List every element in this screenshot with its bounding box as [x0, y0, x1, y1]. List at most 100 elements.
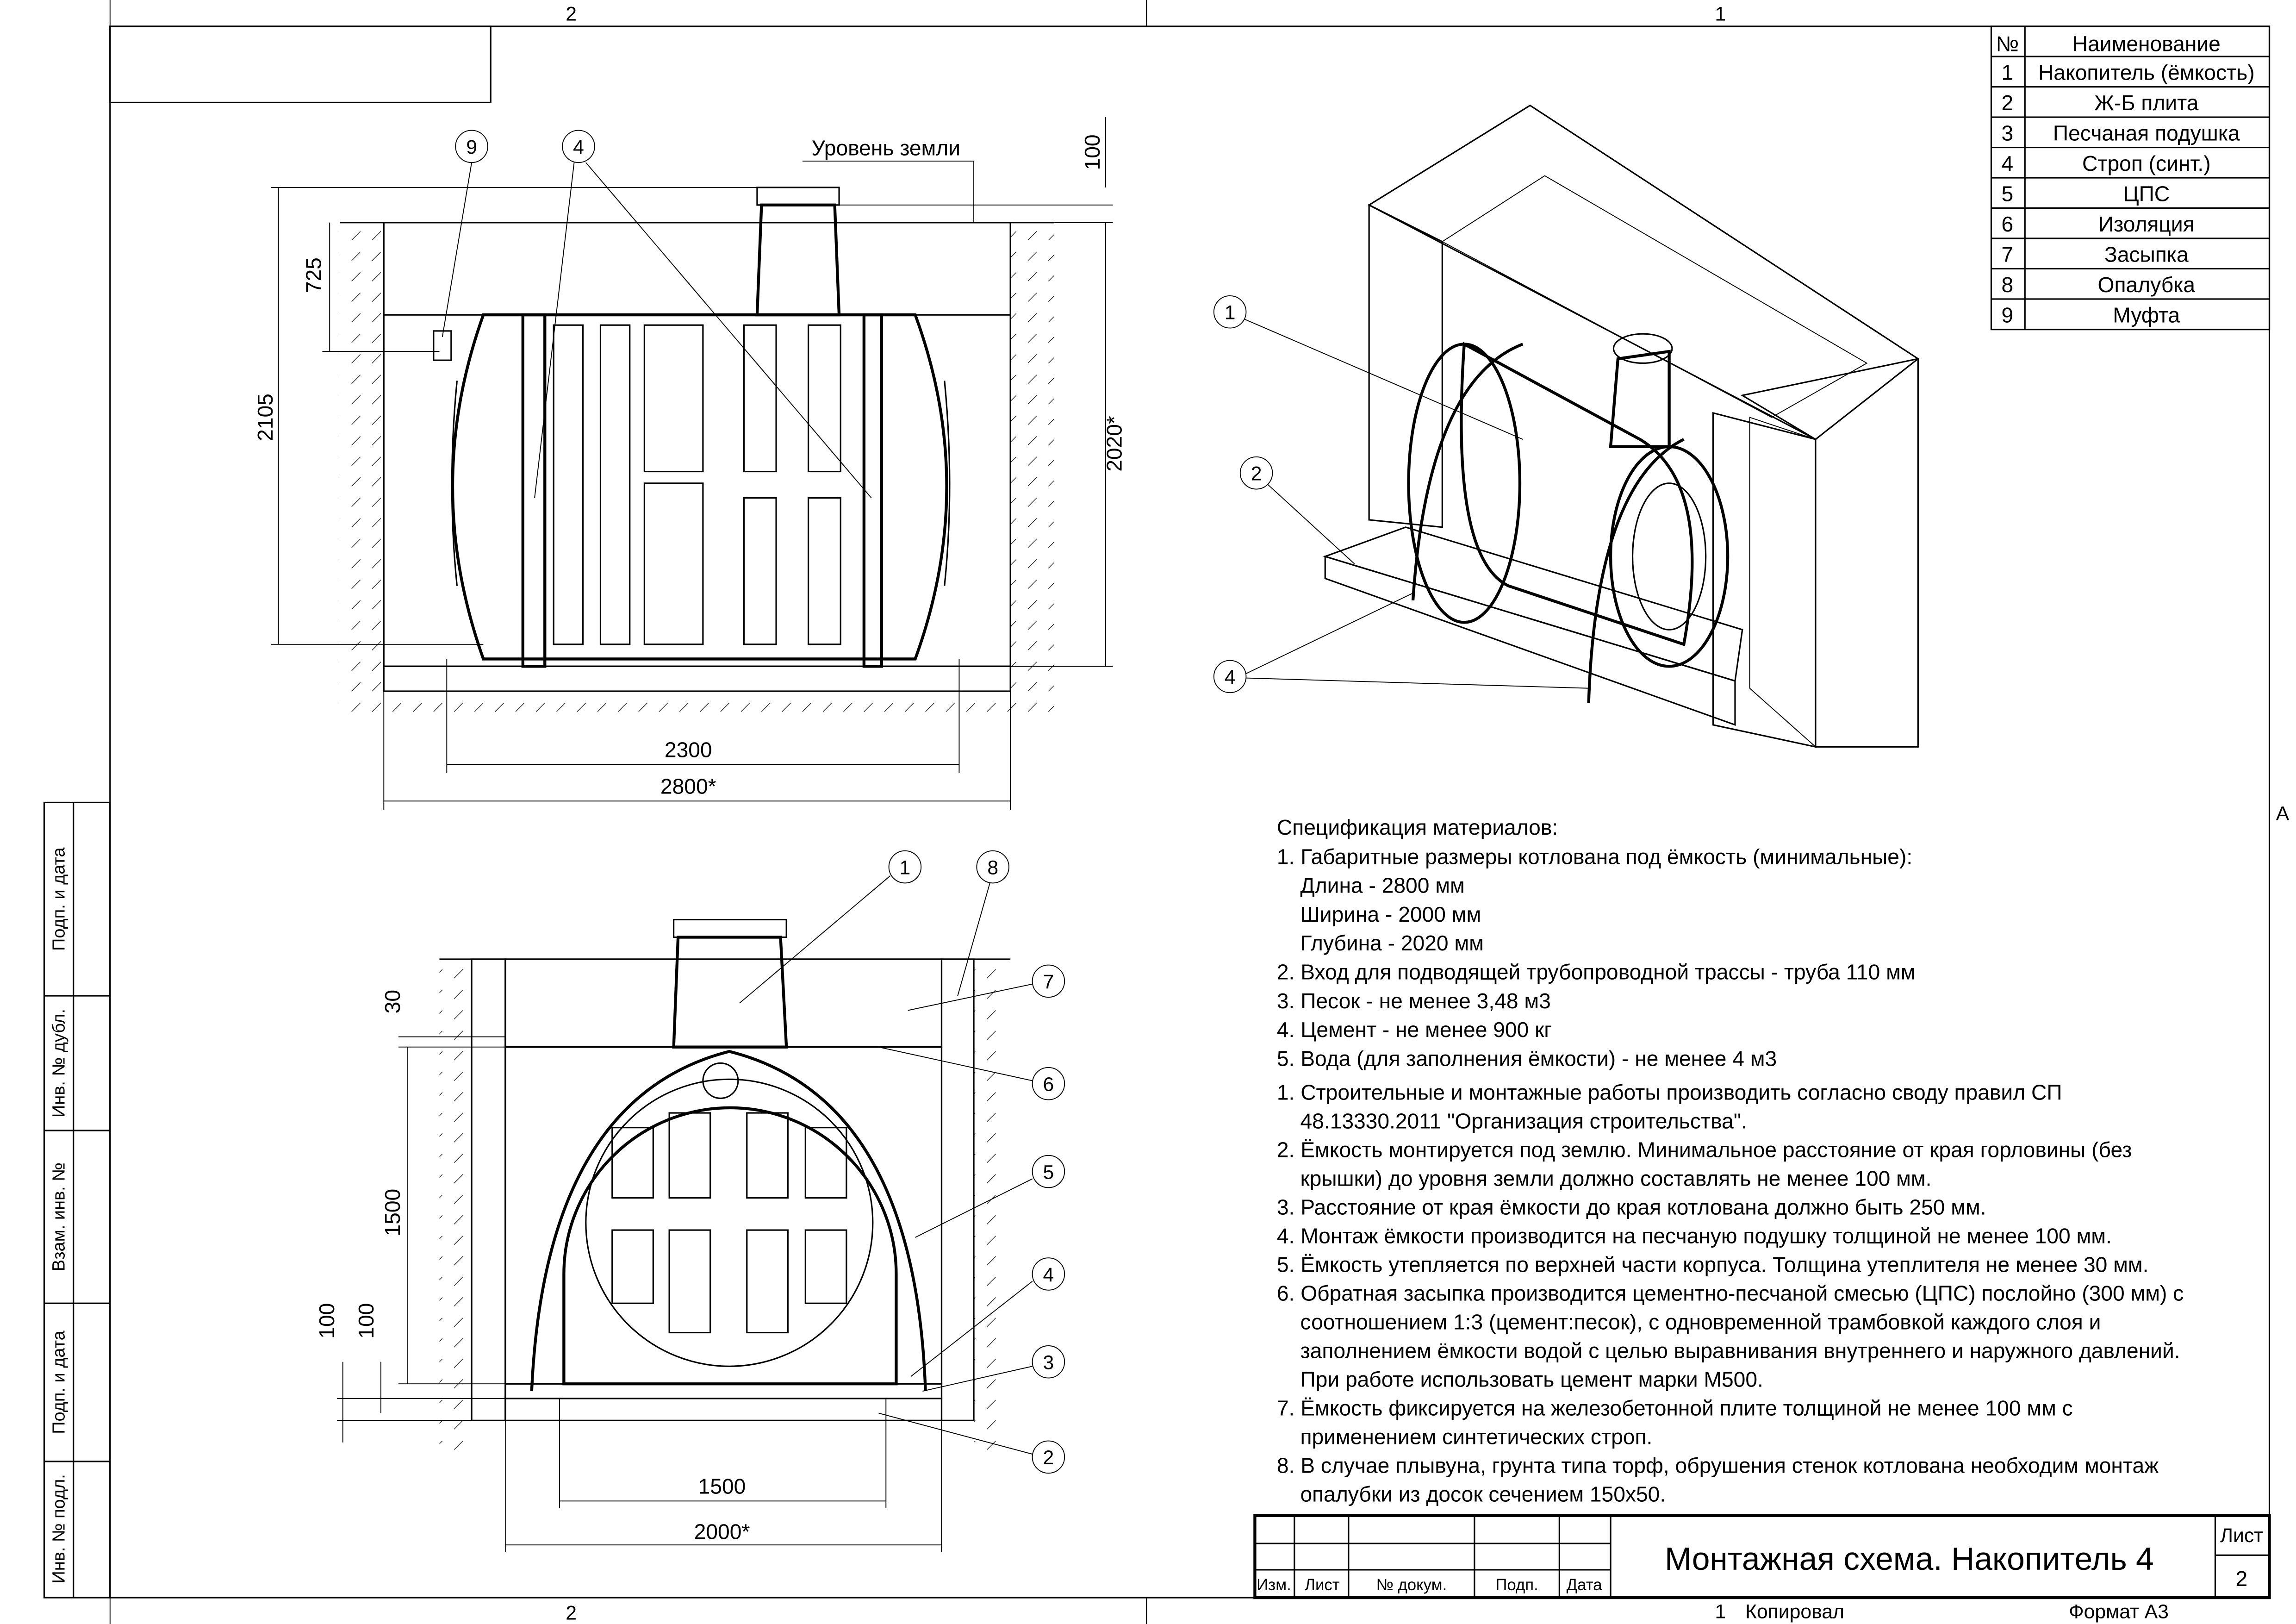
parts-row-name: Песчаная подушка [2053, 121, 2240, 145]
note-line: применением синтетических строп. [1300, 1425, 1652, 1449]
parts-row-number: 3 [2001, 121, 2013, 145]
tank-body [451, 313, 948, 661]
callout-8: 8 [987, 856, 998, 879]
iso-callout-2: 2 [1251, 463, 1262, 485]
dim-top-to-inlet: 725 [301, 257, 325, 293]
sheet-label: Лист [2220, 1524, 2263, 1547]
callout-2: 2 [1043, 1447, 1054, 1469]
callout-5: 5 [1043, 1161, 1054, 1183]
column-marker-top-1: 1 [1715, 3, 1726, 25]
parts-row-number: 5 [2001, 182, 2013, 206]
dim-sand: 100 [354, 1303, 378, 1339]
note-line: При работе использовать цемент марки М50… [1300, 1368, 1763, 1392]
dim-tank-width: 1500 [698, 1474, 746, 1498]
material-line: 4. Цемент - не менее 900 кг [1277, 1018, 1552, 1042]
callout-4: 4 [1043, 1264, 1054, 1286]
parts-row-name: Изоляция [2098, 212, 2195, 236]
copied-label: Копировал [1745, 1600, 1844, 1623]
note-line: 48.13330.2011 "Организация строительства… [1300, 1109, 1747, 1133]
note-line: соотношением 1:3 (цемент:песок), с однов… [1300, 1310, 2101, 1334]
material-line: Глубина - 2020 мм [1300, 931, 1483, 955]
parts-row-name: Ж-Б плита [2094, 91, 2198, 115]
stamp-label-orig-inv: Инв. № подл. [50, 1474, 69, 1583]
dim-tank-height: 1500 [380, 1189, 404, 1237]
dim-total-height: 2105 [253, 394, 277, 441]
stamp-label-sign-date-2: Подп. и дата [50, 1330, 69, 1434]
parts-row-number: 4 [2001, 151, 2013, 175]
front-section-view: Уровень земли 100 725 2105 2020* 2300 28… [253, 117, 1126, 810]
callout-1: 1 [900, 856, 911, 879]
strap-iso-right [1587, 438, 1685, 703]
top-left-box [109, 25, 492, 104]
material-line: 5. Вода (для заполнения ёмкости) - не ме… [1277, 1047, 1777, 1071]
ground-level-label: Уровень земли [812, 136, 960, 160]
parts-row-number: 8 [2001, 273, 2013, 297]
callout-6: 6 [1043, 1074, 1054, 1096]
note-line: 7. Ёмкость фиксируется на железобетонной… [1277, 1396, 2073, 1420]
copied-marker: 1 [1715, 1600, 1726, 1623]
parts-header-name: Наименование [2072, 32, 2221, 56]
tb-col-sign: Подп. [1495, 1576, 1538, 1594]
dim-pit-depth: 2020* [1102, 416, 1126, 472]
parts-row-name: ЦПС [2123, 182, 2170, 206]
column-marker-bottom-2: 2 [566, 1602, 577, 1624]
material-line: 3. Песок - не менее 3,48 м3 [1277, 989, 1551, 1013]
strap-iso-left [1411, 343, 1524, 601]
stamp-label-dup-inv: Инв. № дубл. [50, 1009, 69, 1118]
parts-row-number: 7 [2001, 243, 2013, 267]
material-line: 2. Вход для подводящей трубопроводной тр… [1277, 960, 1916, 984]
isometric-view: 1 2 4 [1213, 104, 1920, 748]
parts-row-number: 1 [2001, 61, 2013, 85]
tb-col-sheet: Лист [1305, 1576, 1340, 1594]
dim-pit-width: 2000* [694, 1520, 750, 1544]
parts-table: № Наименование 1 Накопитель (ёмкость) 2 Ж-Б… [1990, 25, 2271, 331]
material-line: Длина - 2800 мм [1300, 874, 1464, 898]
coupling [433, 330, 452, 361]
material-line: 1. Габаритные размеры котлована под ёмко… [1277, 844, 1912, 868]
parts-row-number: 2 [2001, 91, 2013, 115]
note-line: 3. Расстояние от края ёмкости до края ко… [1277, 1195, 1986, 1219]
stamp-label-replace-inv: Взам. инв. № [50, 1162, 69, 1271]
parts-row-name: Строп (синт.) [2082, 151, 2211, 175]
side-section-view: 30 1500 100 100 1500 2000* 1 8 7 6 5 4 3… [315, 850, 1065, 1553]
iso-callout-4: 4 [1225, 666, 1236, 688]
specification-notes: Спецификация материалов: 1. Габаритные р… [1277, 815, 2184, 1506]
iso-callout-1: 1 [1225, 302, 1236, 324]
tank-iso-neck [1609, 350, 1671, 448]
note-line: 5. Ёмкость утепляется по верхней части к… [1277, 1253, 2149, 1277]
dim-insulation: 30 [380, 990, 404, 1013]
spec-title: Спецификация материалов: [1277, 815, 1558, 839]
dim-tank-length: 2300 [665, 737, 712, 762]
parts-row-name: Засыпка [2104, 243, 2189, 267]
dim-pit-length: 2800* [660, 774, 716, 798]
format-label: Формат А3 [2069, 1600, 2169, 1623]
tb-col-change: Изм. [1257, 1576, 1291, 1594]
strap-side [530, 1049, 927, 1392]
side-stamp: Подп. и дата Инв. № дубл. Взам. инв. № П… [43, 801, 111, 1599]
parts-row-name: Муфта [2113, 303, 2180, 327]
callout-7: 7 [1043, 971, 1054, 993]
sheet-number: 2 [2236, 1567, 2248, 1591]
tb-col-date: Дата [1567, 1576, 1603, 1594]
parts-row-number: 9 [2001, 303, 2013, 327]
callout-4: 4 [573, 136, 584, 158]
material-line: Ширина - 2000 мм [1300, 902, 1481, 926]
strap-right [862, 313, 883, 668]
note-line: 6. Обратная засыпка производится цементн… [1277, 1281, 2184, 1305]
parts-row-name: Накопитель (ёмкость) [2038, 61, 2255, 85]
dim-slab: 100 [315, 1303, 339, 1339]
note-line: 1. Строительные и монтажные работы произ… [1277, 1081, 2062, 1105]
parts-row-name: Опалубка [2098, 273, 2196, 297]
note-line: 8. В случае плывуна, грунта типа торф, о… [1277, 1454, 2159, 1478]
note-line: заполнением ёмкости водой с целью выравн… [1300, 1339, 2180, 1363]
note-line: опалубки из досок сечением 150х50. [1300, 1482, 1666, 1506]
column-marker-top-2: 2 [566, 3, 577, 25]
callout-9: 9 [466, 136, 477, 158]
parts-row-number: 6 [2001, 212, 2013, 236]
parts-header-number: № [1996, 32, 2019, 56]
dim-neck-gap: 100 [1080, 134, 1104, 170]
stamp-label-sign-date-1: Подп. и дата [50, 847, 69, 951]
note-line: крышки) до уровня земли должно составлят… [1300, 1167, 1931, 1191]
callout-3: 3 [1043, 1352, 1054, 1374]
